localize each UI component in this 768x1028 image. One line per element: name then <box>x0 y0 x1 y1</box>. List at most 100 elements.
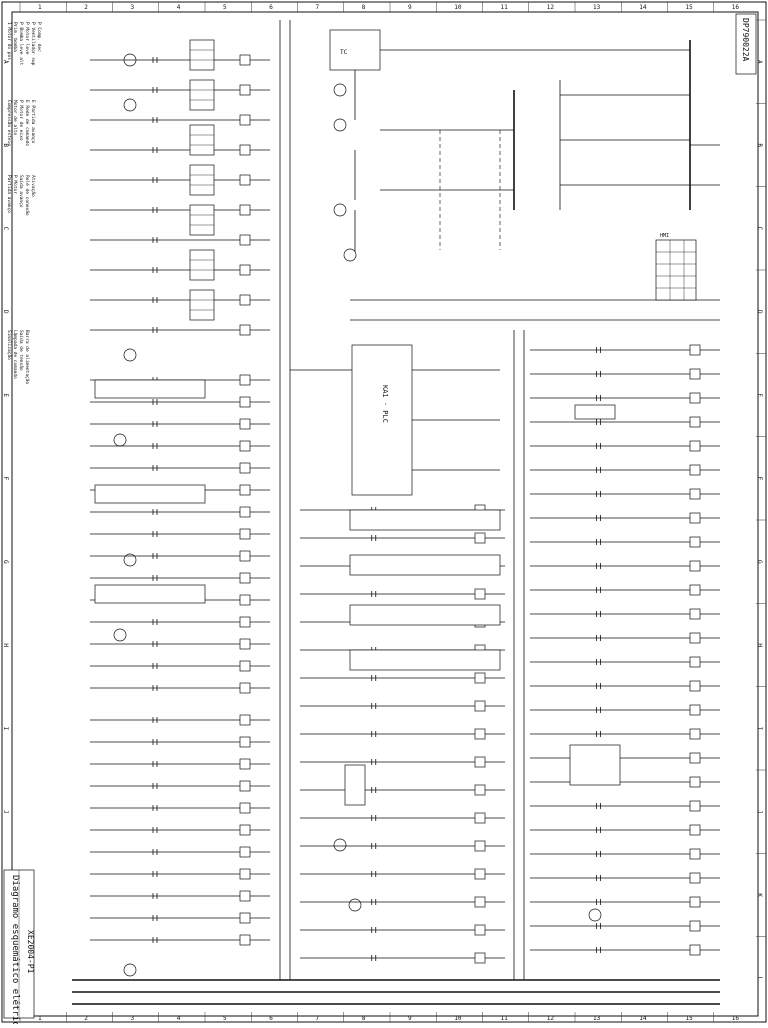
terminal-strip <box>349 649 501 671</box>
relay-coil <box>689 488 701 500</box>
inner-frame <box>11 11 759 1017</box>
terminal-strip <box>349 509 501 531</box>
row-marker: 11 <box>501 1015 509 1022</box>
relay-coil <box>474 756 486 768</box>
relay-coil <box>474 924 486 936</box>
relay-coil <box>689 848 701 860</box>
legend-3-5: Ativação <box>30 175 36 197</box>
relay-coil <box>239 234 251 246</box>
relay-coil <box>239 594 251 606</box>
terminal-strip <box>569 744 621 786</box>
relay-coil <box>474 588 486 600</box>
legend-1-1: 1 Motor do pos. <box>6 22 12 63</box>
terminal-strip <box>349 604 501 626</box>
motor-symbol <box>348 898 362 912</box>
motor-symbol <box>333 83 347 97</box>
terminal-strip <box>574 404 616 420</box>
relay-coil <box>474 532 486 544</box>
row-marker: 10 <box>454 1015 462 1022</box>
motor-symbol <box>123 553 137 567</box>
row-marker: 2 <box>84 4 88 11</box>
row-markers: 1122334455667788991010111112121313141415… <box>19 2 740 1022</box>
motor-symbols <box>113 53 602 977</box>
relay-coil <box>239 506 251 518</box>
column-marker: F <box>2 477 9 481</box>
row-marker: 1 <box>38 4 42 11</box>
relay-coil <box>689 704 701 716</box>
relay-coil <box>689 392 701 404</box>
legend-2-2: Motor de alto <box>12 100 18 136</box>
relay-coil <box>689 800 701 812</box>
row-marker: 4 <box>177 1015 181 1022</box>
terminal-strip <box>94 584 206 604</box>
legend-4-4: Barra de alimentação <box>24 330 30 384</box>
column-marker: C <box>2 227 9 231</box>
relay-coil <box>239 736 251 748</box>
row-marker: 15 <box>686 1015 694 1022</box>
row-marker: 7 <box>316 1015 320 1022</box>
row-marker: 5 <box>223 4 227 11</box>
relay-coil <box>689 656 701 668</box>
plc-label: KA1 · PLC <box>381 385 389 423</box>
hmi-label: HMI <box>660 233 669 239</box>
relay-coil <box>239 204 251 216</box>
relay-coil <box>689 536 701 548</box>
relay-coil <box>689 416 701 428</box>
relay-coil <box>239 174 251 186</box>
motor-symbol <box>333 838 347 852</box>
legend-3-1: Partida avanço <box>6 175 12 213</box>
motor-symbol <box>588 908 602 922</box>
corner-code: DP790022A <box>741 18 750 62</box>
legend-4-2: Lâmpada de comando <box>12 330 19 379</box>
column-marker: B <box>756 143 763 147</box>
row-marker: 11 <box>501 4 509 11</box>
motor-symbol <box>333 118 347 132</box>
row-marker: 15 <box>686 4 694 11</box>
relay-coil <box>239 84 251 96</box>
relay-coil <box>239 714 251 726</box>
motor-symbol <box>123 348 137 362</box>
relay-coil <box>239 114 251 126</box>
row-marker: 13 <box>593 1015 601 1022</box>
column-marker: D <box>2 310 9 314</box>
power-bus <box>72 20 720 1005</box>
title-block: Diagramo esquemático elétrico XE2004-P1 <box>3 869 35 1028</box>
row-marker: 6 <box>269 4 273 11</box>
relay-coil <box>239 418 251 430</box>
row-marker: 4 <box>177 4 181 11</box>
contactor-block <box>189 124 215 156</box>
drawing-number: XE2004-P1 <box>26 930 35 974</box>
relay-coil <box>239 550 251 562</box>
relay-coil <box>239 638 251 650</box>
motor-symbol <box>113 628 127 642</box>
legend-4-1: Sinalização <box>6 330 12 360</box>
corner-code-block: DP790022A <box>735 13 757 75</box>
legend-1-3: P Bomba leve alt <box>18 22 24 66</box>
legend-2-5: E Partida avanço <box>30 100 36 144</box>
relay-coil <box>474 868 486 880</box>
row-marker: 14 <box>639 4 647 11</box>
column-marker: G <box>756 560 763 564</box>
relay-coil <box>239 660 251 672</box>
relay-coil <box>239 528 251 540</box>
row-marker: 9 <box>408 4 412 11</box>
column-marker: I <box>2 727 9 731</box>
legend: 1 Motor do pos. Prim. bomba P Bomba leve… <box>6 22 42 384</box>
relay-coil <box>689 752 701 764</box>
relay-coil <box>689 440 701 452</box>
column-marker: C <box>756 227 763 231</box>
legend-2-4: E Rede de comando <box>24 100 30 146</box>
relay-coil <box>689 584 701 596</box>
row-marker: 16 <box>732 4 740 11</box>
row-marker: 3 <box>131 1015 135 1022</box>
relay-coil <box>239 440 251 452</box>
relay-coil <box>474 840 486 852</box>
contactor-block <box>189 164 215 196</box>
contactor-block <box>189 39 215 71</box>
relay-coil <box>239 484 251 496</box>
legend-1-5: P Ventilador sup <box>30 22 36 66</box>
terminal-strip <box>94 379 206 399</box>
column-marker: A <box>2 60 9 64</box>
column-marker: I <box>756 727 763 731</box>
row-marker: 7 <box>316 4 320 11</box>
